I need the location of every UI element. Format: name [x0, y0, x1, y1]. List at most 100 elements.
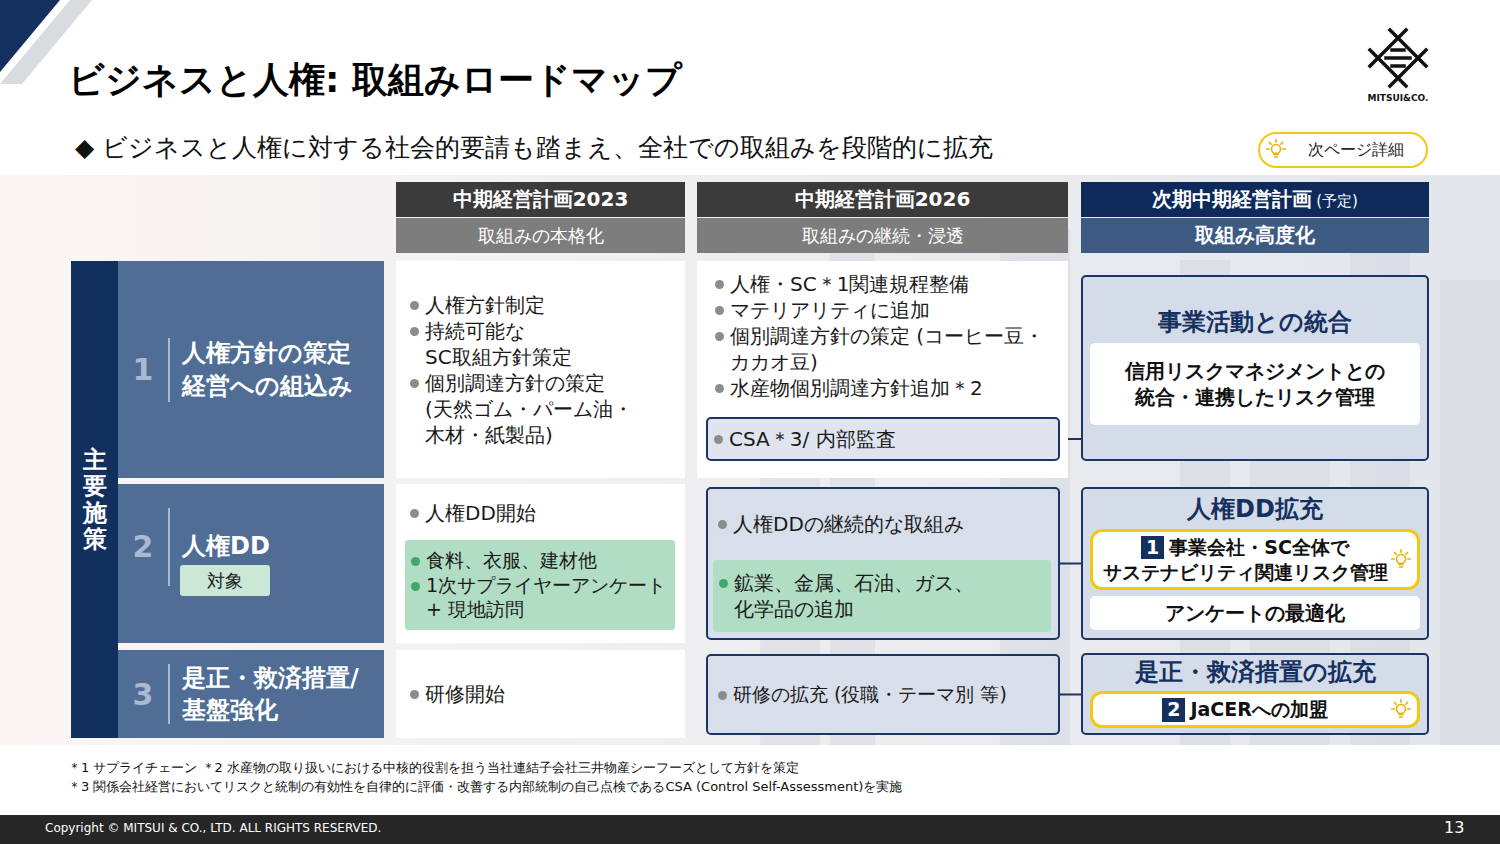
- phase-header: 取組みの継続・浸透: [697, 218, 1068, 253]
- plan-cell: 人権DD開始食料、衣服、建材他1次サプライヤーアンケート + 現地訪問: [396, 484, 685, 643]
- item-text: 人権DD開始: [425, 500, 677, 526]
- box-text: 取組みの継続・浸透: [802, 224, 964, 248]
- bullet-dot: [718, 520, 727, 529]
- section-band: 主要施策: [71, 261, 118, 738]
- box-text: 次ページ詳細: [1308, 140, 1404, 161]
- header-note: (予定): [1316, 189, 1358, 211]
- row-number: 1: [130, 352, 156, 387]
- list-item: 人権・SC＊1関連規程整備: [715, 271, 1060, 297]
- slide-title: ビジネスと人権: 取組みロードマップ: [68, 56, 682, 105]
- item-text: 研修の拡充 (役職・テーマ別 等): [733, 682, 1052, 707]
- highlight-text: JaCERへの加盟: [1190, 698, 1327, 720]
- box-text: 信用リスクマネジメントとの 統合・連携したリスク管理: [1098, 358, 1412, 410]
- box-text: 取組みの本格化: [478, 224, 604, 248]
- highlight-line: 1事業会社・SC全体で サステナビリティ関連リスク管理: [1101, 535, 1389, 585]
- box-text: 中期経営計画2026: [795, 186, 971, 213]
- tag-box: 対象: [180, 565, 270, 596]
- row-header: 2 人権DD 対象: [118, 484, 384, 643]
- bullet-dot: [411, 582, 420, 591]
- item-text: 個別調達方針の策定 (コーヒー豆・カカオ豆): [730, 323, 1060, 375]
- footnote: ＊3 関係会社経営においてリスクと統制の有効性を自律的に評価・改善する内部統制の…: [68, 778, 902, 796]
- list-item: マテリアリティに追加: [715, 297, 1060, 323]
- bullet-dot: [411, 557, 420, 566]
- plan-cell: 人権DDの継続的な取組み鉱業、金属、石油、ガス、 化学品の追加: [706, 487, 1060, 640]
- separator-line: [168, 508, 170, 586]
- plan-header: 次期中期経営計画(予定): [1081, 182, 1429, 217]
- item-text: 持続可能な SC取組方針策定: [425, 318, 677, 370]
- item-text: 個別調達方針の策定 (天然ゴム・パーム油・木材・紙製品): [425, 370, 677, 448]
- lightbulb-icon: [1390, 699, 1412, 721]
- lightbulb-icon: [1390, 549, 1412, 571]
- list-item: 人権DDの継続的な取組み: [718, 511, 1050, 537]
- item-text: 水産物個別調達方針追加＊2: [730, 375, 1060, 401]
- phase-header: 取組み高度化: [1081, 218, 1429, 253]
- list-item: 研修の拡充 (役職・テーマ別 等): [718, 682, 1052, 707]
- box-text: 中期経営計画2023: [453, 186, 629, 213]
- footnote: ＊1 サプライチェーン ＊2 水産物の取り扱いにおける中核的役割を担う当社連結子…: [68, 759, 799, 777]
- goal-detail: 信用リスクマネジメントとの 統合・連携したリスク管理: [1090, 343, 1420, 425]
- list-item: 人権DD開始: [410, 500, 677, 526]
- audit-box: CSA＊3/ 内部監査: [706, 417, 1060, 461]
- row-number: 2: [130, 529, 156, 564]
- bullet-dot: [410, 301, 419, 310]
- box-text: 是正・救済措置の拡充: [1135, 657, 1376, 687]
- item-text: 食料、衣服、建材他: [426, 548, 671, 573]
- item-text: 1次サプライヤーアンケート + 現地訪問: [426, 573, 671, 622]
- detail-button: 次ページ詳細: [1258, 132, 1428, 168]
- list-item: 1次サプライヤーアンケート + 現地訪問: [411, 573, 671, 622]
- row-title: 人権DD: [182, 530, 270, 562]
- connector-line: [1060, 563, 1081, 565]
- box-text: 人権DD拡充: [1187, 494, 1323, 524]
- item-text: 鉱業、金属、石油、ガス、 化学品の追加: [734, 570, 1043, 622]
- list-item: 水産物個別調達方針追加＊2: [715, 375, 1060, 401]
- list-item: 個別調達方針の策定 (コーヒー豆・カカオ豆): [715, 323, 1060, 375]
- bullet-dot: [715, 280, 724, 289]
- lightbulb-icon: [1265, 139, 1287, 161]
- page-number: 13: [1444, 818, 1464, 837]
- list-item: 個別調達方針の策定 (天然ゴム・パーム油・木材・紙製品): [410, 370, 677, 448]
- header-text: 次期中期経営計画: [1152, 186, 1312, 213]
- box-text: 取組み高度化: [1195, 222, 1315, 249]
- highlight-box: 1事業会社・SC全体で サステナビリティ関連リスク管理: [1090, 529, 1420, 590]
- list-item: 鉱業、金属、石油、ガス、 化学品の追加: [719, 570, 1043, 622]
- box-text: 対象: [207, 569, 243, 593]
- bullet-dot: [714, 435, 723, 444]
- plan-cell: 研修の拡充 (役職・テーマ別 等): [706, 654, 1060, 735]
- scope-box: 鉱業、金属、石油、ガス、 化学品の追加: [713, 560, 1051, 632]
- highlight-box: 2JaCERへの加盟: [1090, 691, 1420, 728]
- item-text: 研修開始: [425, 681, 677, 707]
- callout-number: 2: [1162, 698, 1185, 722]
- copyright: Copyright © MITSUI & CO., LTD. ALL RIGHT…: [45, 821, 381, 835]
- bullet-dot: [718, 691, 727, 700]
- goal-box: 人権DD拡充 1事業会社・SC全体で サステナビリティ関連リスク管理アンケートの最…: [1081, 487, 1429, 640]
- list-item: 人権方針制定: [410, 292, 677, 318]
- plan-header: 中期経営計画2023: [396, 182, 685, 217]
- bullet-dot: [719, 579, 728, 588]
- bullet-dot: [410, 690, 419, 699]
- scope-box: 食料、衣服、建材他1次サプライヤーアンケート + 現地訪問: [405, 540, 675, 630]
- photo-band: [0, 175, 1500, 745]
- list-item: 持続可能な SC取組方針策定: [410, 318, 677, 370]
- callout-number: 1: [1141, 536, 1164, 560]
- row-header: 1 人権方針の策定 経営への組込み: [118, 261, 384, 478]
- plan-cell: 研修開始: [396, 650, 685, 738]
- item-text: CSA＊3/ 内部監査: [729, 426, 1050, 452]
- box-text: アンケートの最適化: [1165, 600, 1345, 626]
- bullet-dot: [715, 332, 724, 341]
- company-logo: [1370, 30, 1426, 86]
- box-text: 主要施策: [83, 447, 107, 553]
- list-item: 研修開始: [410, 681, 677, 707]
- bullet-dot: [410, 379, 419, 388]
- item-text: 人権DDの継続的な取組み: [733, 511, 1050, 537]
- row-number: 3: [130, 677, 156, 712]
- connector-line: [1060, 694, 1081, 696]
- highlight-line: 2JaCERへの加盟: [1101, 697, 1389, 722]
- row-header: 3是正・救済措置/ 基盤強化: [118, 650, 384, 738]
- goal-box: 是正・救済措置の拡充 2JaCERへの加盟: [1081, 653, 1429, 735]
- footer-bar: [0, 815, 1500, 844]
- plan-cell: 人権・SC＊1関連規程整備マテリアリティに追加個別調達方針の策定 (コーヒー豆・…: [697, 261, 1068, 478]
- row-title: 人権方針の策定 経営への組込み: [182, 337, 378, 402]
- box-text: 事業活動との統合: [1158, 307, 1352, 337]
- subtitle: ◆ ビジネスと人権に対する社会的要請も踏まえ、全社での取組みを段階的に拡充: [75, 131, 993, 164]
- item-text: 人権・SC＊1関連規程整備: [730, 271, 1060, 297]
